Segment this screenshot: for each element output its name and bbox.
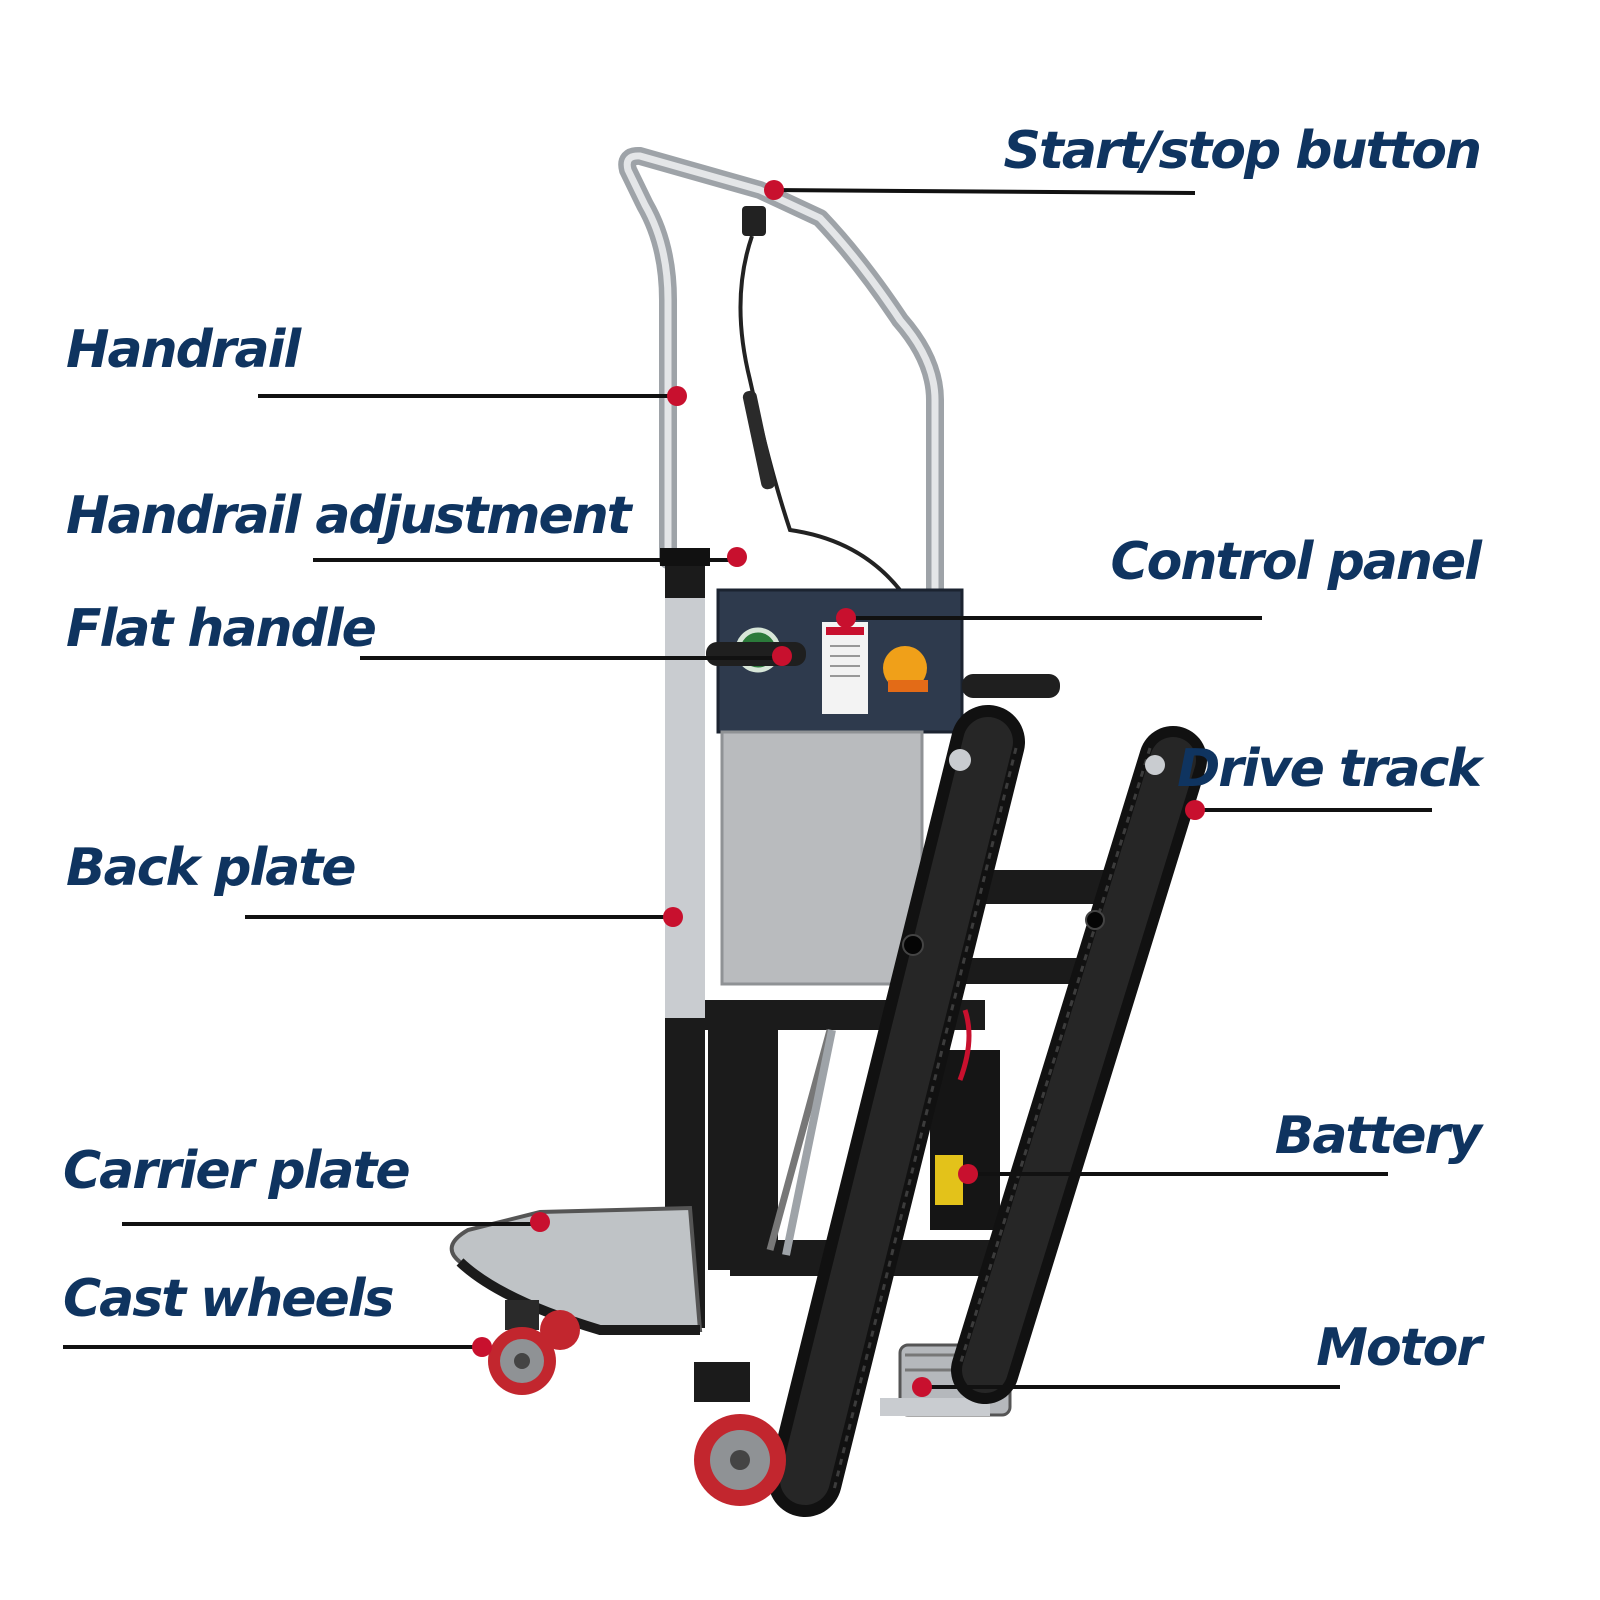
- caster-wheel-rear: [488, 1300, 580, 1395]
- label-start-stop-button: Start/stop button: [1003, 121, 1482, 181]
- marker-handrail-adjustment: [727, 547, 747, 567]
- marker-battery: [958, 1164, 978, 1184]
- label-handrail-adjustment: Handrail adjustment: [66, 486, 632, 546]
- marker-back-plate: [663, 907, 683, 927]
- label-motor: Motor: [1316, 1318, 1482, 1378]
- label-cast-wheels: Cast wheels: [63, 1269, 395, 1329]
- label-carrier-plate: Carrier plate: [63, 1141, 411, 1201]
- leader-start-stop: [769, 188, 1196, 195]
- marker-start-stop: [764, 180, 784, 200]
- label-control-panel: Control panel: [1110, 532, 1482, 592]
- drive-track-front: [768, 705, 1105, 1517]
- drive-track-rear: [951, 726, 1207, 1404]
- label-back-plate: Back plate: [66, 838, 356, 898]
- side-strip: [665, 598, 705, 1018]
- marker-dots: [472, 180, 1205, 1397]
- label-flat-handle: Flat handle: [66, 599, 377, 659]
- label-drive-track: Drive track: [1177, 739, 1482, 799]
- caster-wheel-front: [694, 1362, 786, 1506]
- carrier-plate-shape: [449, 1205, 703, 1335]
- marker-flat-handle: [772, 646, 792, 666]
- marker-motor: [912, 1377, 932, 1397]
- control-cable: [738, 206, 902, 592]
- label-battery: Battery: [1274, 1106, 1482, 1166]
- label-handrail: Handrail: [66, 320, 301, 380]
- marker-cast-wheels: [472, 1337, 492, 1357]
- handrail-tube: [618, 146, 944, 609]
- marker-control-panel: [836, 608, 856, 628]
- back-plate-panel: [720, 730, 924, 986]
- marker-handrail: [667, 386, 687, 406]
- marker-carrier-plate: [530, 1212, 550, 1232]
- marker-drive-track: [1185, 800, 1205, 820]
- gas-strut: [782, 1029, 836, 1256]
- leader-lines: [63, 188, 1432, 1389]
